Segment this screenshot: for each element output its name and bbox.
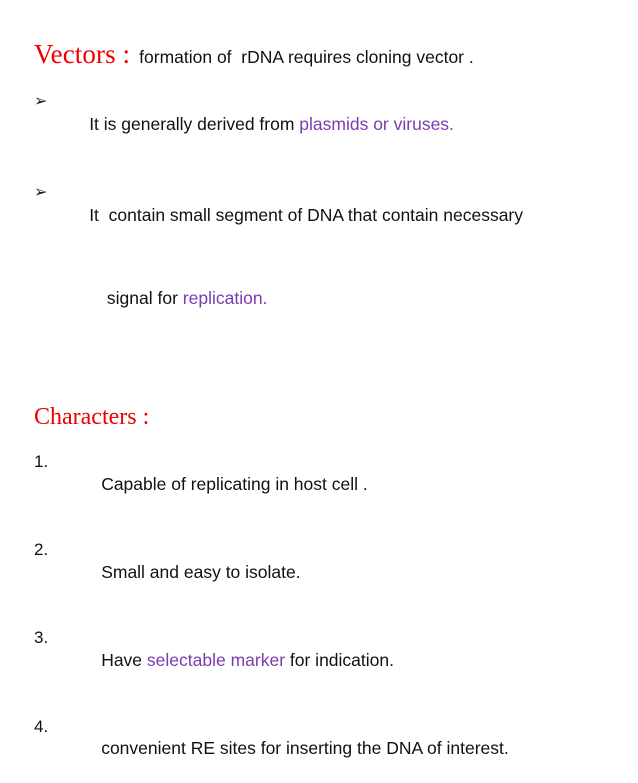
bullet-item-1: ➢ It is generally derived from plasmids … [34, 90, 614, 161]
title-subtext: formation of rDNA requires cloning vecto… [139, 47, 474, 67]
bullet-2-continuation: signal for replication. [60, 263, 614, 334]
list-marker-4: 4. [34, 716, 49, 736]
numbered-item-2: 2. Small and easy to isolate. [34, 538, 614, 606]
bullet-item-2: ➢ It contain small segment of DNA that c… [34, 181, 614, 382]
arrow-bullet-icon: ➢ [34, 181, 48, 201]
numbered-text-2: Small and easy to isolate. [72, 538, 614, 606]
numbered-item-4: 4. convenient RE sites for inserting the… [34, 715, 614, 783]
slide-canvas: Vectors : formation of rDNA requires clo… [34, 39, 614, 759]
numbered-1-lead: Capable of replicating in host cell . [101, 473, 368, 494]
bullet-text-2: It contain small segment of DNA that con… [60, 181, 614, 382]
bullet-1-lead: It is generally derived from [89, 114, 300, 135]
bullet-text-1: It is generally derived from plasmids or… [60, 90, 614, 161]
arrow-bullet-icon: ➢ [34, 90, 48, 110]
list-marker-3: 3. [34, 628, 49, 648]
page-title: Vectors : [34, 39, 131, 69]
list-marker-2: 2. [34, 540, 49, 560]
bullet-2-continuation-accent: replication. [182, 288, 268, 309]
numbered-text-1: Capable of replicating in host cell . [72, 450, 614, 518]
list-marker-1: 1. [34, 451, 49, 471]
bullet-2-lead: It contain small segment of DNA that con… [89, 205, 524, 226]
bullet-1-accent: plasmids or viruses. [299, 114, 454, 135]
numbered-text-3: Have selectable marker for indication. [72, 626, 614, 694]
bullet-2-continuation-lead: signal for [106, 288, 183, 309]
title-line: Vectors : formation of rDNA requires clo… [34, 39, 614, 70]
numbered-text-4: convenient RE sites for inserting the DN… [72, 715, 614, 783]
section-heading-characters: Characters : [34, 403, 150, 430]
numbered-3-accent: selectable marker [146, 650, 286, 671]
numbered-item-3: 3. Have selectable marker for indication… [34, 626, 614, 694]
numbered-item-1: 1. Capable of replicating in host cell . [34, 450, 614, 518]
numbered-3-tail: for indication. [285, 650, 394, 671]
numbered-3-lead: Have [101, 650, 147, 671]
numbered-2-lead: Small and easy to isolate. [101, 561, 301, 582]
numbered-4-lead: convenient RE sites for inserting the DN… [101, 738, 509, 759]
